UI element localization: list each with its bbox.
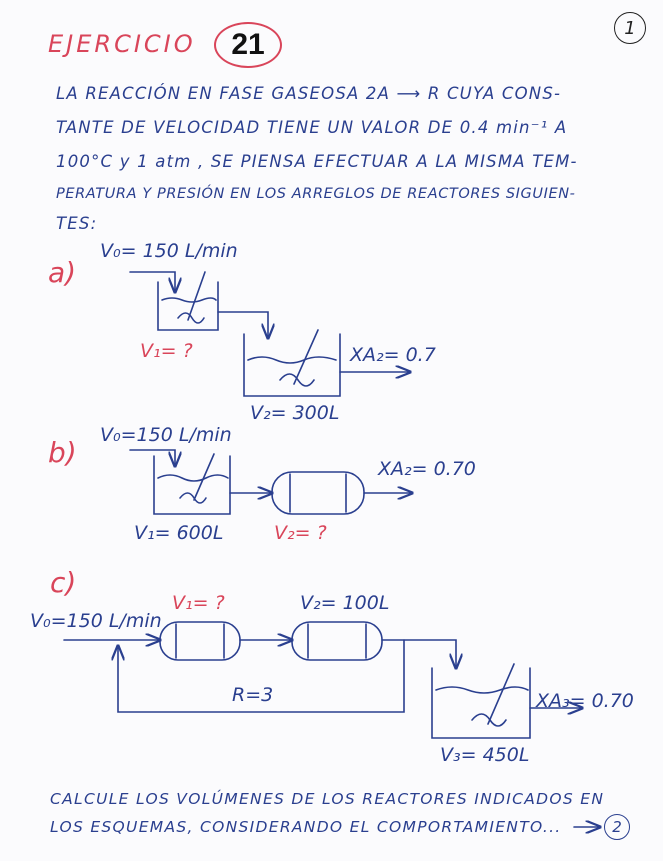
part-b-v2: V₂= ? <box>274 522 327 544</box>
footer-line-1: CALCULE LOS VOLÚMENES DE LOS REACTORES I… <box>50 790 605 808</box>
statement-line-4: PERATURA Y PRESIÓN EN LOS ARREGLOS DE RE… <box>56 186 576 202</box>
part-a-v2: V₂= 300L <box>250 402 340 424</box>
part-c-v3: V₃= 450L <box>440 744 530 766</box>
part-c-label: c) <box>50 566 77 599</box>
page-number-badge: 1 <box>614 12 646 44</box>
statement-line-1: LA REACCIÓN EN FASE GASEOSA 2A ⟶ R CUYA … <box>56 84 562 103</box>
page-number: 1 <box>624 17 636 39</box>
part-b-conversion: XA₂= 0.70 <box>378 458 476 480</box>
statement-line-2: TANTE DE VELOCIDAD TIENE UN VALOR DE 0.4… <box>56 118 568 137</box>
part-b-label: b) <box>48 436 77 469</box>
next-page-badge: 2 <box>604 814 630 840</box>
part-c-recycle: R=3 <box>232 684 274 706</box>
part-c-v1: V₁= ? <box>172 592 225 614</box>
statement-line-5: TES: <box>56 214 98 233</box>
statement-line-3: 100°C y 1 atm , SE PIENSA EFECTUAR A LA … <box>56 152 578 171</box>
next-page-number: 2 <box>612 818 622 836</box>
part-a-v1: V₁= ? <box>140 340 193 362</box>
footer-line-2: LOS ESQUEMAS, CONSIDERANDO EL COMPORTAMI… <box>50 818 562 836</box>
cstr-2-a <box>243 333 341 397</box>
part-b-feed: V₀=150 L/min <box>100 424 232 446</box>
part-a-feed: V₀= 150 L/min <box>100 240 238 262</box>
part-c-diagram <box>63 621 582 739</box>
cstr-1-a <box>157 281 219 331</box>
exercise-number-badge: 21 <box>214 22 282 68</box>
cstr-1-b <box>153 455 231 515</box>
pfr-b <box>271 471 365 515</box>
part-b-v1: V₁= 600L <box>134 522 224 544</box>
part-a-diagram <box>129 271 410 397</box>
part-a-label: a) <box>48 256 77 289</box>
part-c-v2: V₂= 100L <box>300 592 390 614</box>
part-a-conversion: XA₂= 0.7 <box>350 344 436 366</box>
part-c-feed: V₀=150 L/min <box>30 610 162 632</box>
pfr-1-c <box>159 621 241 661</box>
exercise-number: 21 <box>231 28 265 61</box>
cstr-3-c <box>431 667 531 739</box>
pfr-2-c <box>291 621 383 661</box>
part-b-diagram <box>129 449 412 515</box>
part-c-conversion: XA₃= 0.70 <box>536 690 634 712</box>
exercise-title: EJERCICIO <box>48 30 196 58</box>
